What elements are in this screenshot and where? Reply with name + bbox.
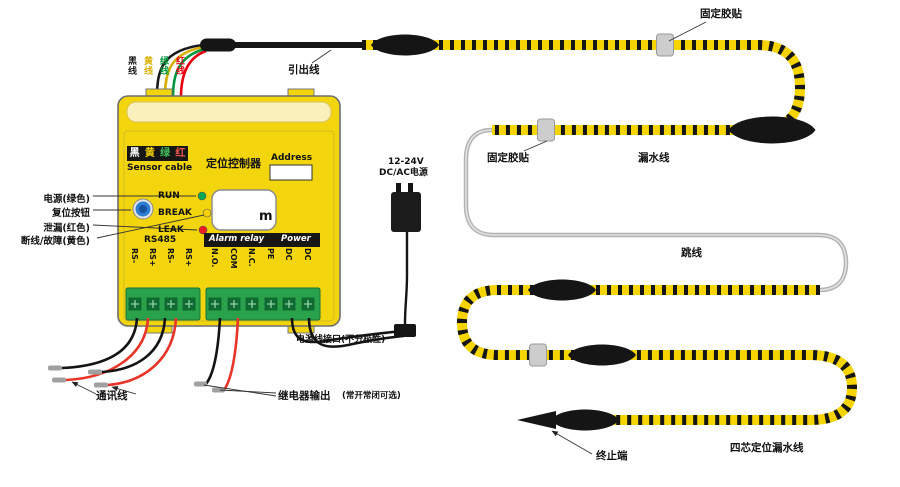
leak-cable-upper-stripes	[362, 40, 806, 135]
cable-connector-1	[371, 34, 439, 56]
relay-output-note: (常开常闭可选)	[342, 391, 401, 401]
leader-terminator	[551, 430, 593, 455]
leader-fix-tape-top	[668, 21, 707, 42]
fix-tape-label-top: 固定胶贴	[700, 8, 742, 20]
comm-wire-black-2	[101, 317, 167, 374]
display-unit: m	[259, 209, 273, 224]
break-led-label: BREAK	[158, 208, 192, 218]
strip-char-yellow: 黄	[144, 147, 155, 159]
terminator-label: 终止端	[596, 450, 628, 462]
relay-wire-ferrules	[194, 381, 225, 393]
cable-connector-4	[568, 344, 636, 366]
comm-wire-red-2	[107, 317, 178, 387]
relay-output-label: 继电器输出	[278, 390, 331, 402]
leader-break	[96, 214, 205, 239]
power-label: Power	[281, 234, 311, 244]
leader-lead-out	[311, 49, 332, 64]
relay-wire-black	[204, 317, 222, 385]
power-jack-label: 电源线接口(不分极性)	[296, 335, 386, 345]
run-led-label: RUN	[158, 191, 180, 201]
relay-wire-red	[222, 317, 240, 391]
power-plug-connector	[394, 324, 416, 337]
terminal-nc: N.C.	[247, 248, 256, 267]
leader-lines	[71, 21, 707, 455]
terminal-rs-plus-2: RS+	[184, 248, 193, 267]
jumper-label: 跳线	[681, 247, 702, 259]
terminal-rs-minus-1: RS-	[130, 248, 139, 264]
indicator-label-reset: 复位按钮	[51, 208, 90, 219]
wire-color-strip: 黑 黄 绿 红	[127, 146, 188, 161]
controller-title: 定位控制器	[206, 157, 261, 170]
adapter-cable	[403, 232, 409, 325]
terminal-rs-plus-1: RS+	[148, 248, 157, 267]
terminal-no: N.O.	[210, 248, 219, 268]
terminal-screws	[128, 297, 315, 311]
indicator-label-break-yellow: 断线/故障(黄色)	[20, 236, 90, 247]
strip-char-green: 绿	[160, 147, 171, 159]
fix-tape-clip-low	[529, 343, 547, 367]
controller-face-seam	[123, 130, 335, 322]
termination-tip	[517, 411, 556, 429]
address-box	[269, 164, 313, 181]
leader-fix-tape-mid	[523, 140, 548, 152]
leak-led	[198, 225, 208, 235]
controller-top-panel	[126, 101, 332, 123]
comm-wire-black-1	[61, 317, 139, 370]
wire-label-yellow: 黄线	[142, 56, 152, 76]
relay-power-strip	[204, 233, 320, 247]
relay-power-terminal-block	[205, 287, 321, 321]
adapter-prong-right	[408, 183, 413, 193]
rs485-label: RS485	[144, 235, 177, 245]
leak-cable-upper-core	[362, 40, 806, 135]
terminal-rs-minus-2: RS-	[166, 248, 175, 264]
leader-relay-out-2	[203, 384, 277, 397]
power-wire-1	[290, 317, 403, 344]
four-core-cable-label: 四芯定位漏水线	[730, 442, 804, 454]
comm-cable-label: 通讯线	[96, 390, 128, 402]
leader-comm-2	[111, 386, 137, 395]
jumper-cable-highlight	[465, 129, 847, 291]
fix-tape-label-mid: 固定胶贴	[487, 152, 529, 164]
power-wire-2	[307, 317, 405, 348]
adapter-prong-left	[396, 183, 401, 193]
address-label: Address	[271, 153, 313, 163]
termination-connector	[551, 409, 619, 431]
psu-label-line2: DC/AC电源	[379, 168, 428, 178]
fix-tape-clip-top	[656, 33, 674, 57]
comm-wire-red-1	[65, 317, 150, 382]
run-led	[197, 191, 207, 201]
comm-wire-ferrules	[48, 365, 108, 388]
terminal-dc-2: DC	[303, 248, 312, 261]
leak-cable-label: 漏水线	[638, 152, 670, 164]
rs485-terminal-block	[125, 287, 201, 321]
alarm-relay-label: Alarm relay	[209, 234, 265, 244]
strip-char-red: 红	[175, 147, 186, 159]
meter-display	[211, 189, 277, 231]
terminal-dc-1: DC	[284, 248, 293, 261]
leak-cable-lower-stripes	[456, 285, 858, 425]
indicator-label-power-green: 电源(绿色)	[43, 194, 90, 205]
wire-label-black: 黑线	[126, 56, 136, 76]
reset-button-center	[139, 205, 147, 213]
terminal-pe: PE	[266, 248, 275, 260]
strip-char-black: 黑	[129, 147, 140, 159]
wire-label-red: 红线	[174, 56, 184, 76]
sensor-wire-green	[171, 47, 206, 98]
psu-label-line1: 12-24V	[388, 157, 424, 167]
cable-connector-2	[728, 116, 816, 144]
indicator-label-leak-red: 泄漏(红色)	[43, 223, 90, 234]
sensor-wire-red	[179, 49, 207, 98]
lead-out-label: 引出线	[288, 64, 320, 76]
sensor-cable-label: Sensor cable	[127, 163, 193, 173]
terminal-com: COM	[229, 248, 238, 269]
fix-tape-clip-mid	[537, 118, 555, 142]
junction-sleeve	[200, 38, 236, 52]
wire-label-green: 绿线	[158, 56, 168, 76]
break-led	[202, 208, 212, 218]
power-adapter-body	[391, 192, 421, 232]
leak-led-label: LEAK	[158, 225, 184, 235]
leader-comm-1	[71, 381, 97, 395]
cable-connector-3	[528, 279, 596, 301]
